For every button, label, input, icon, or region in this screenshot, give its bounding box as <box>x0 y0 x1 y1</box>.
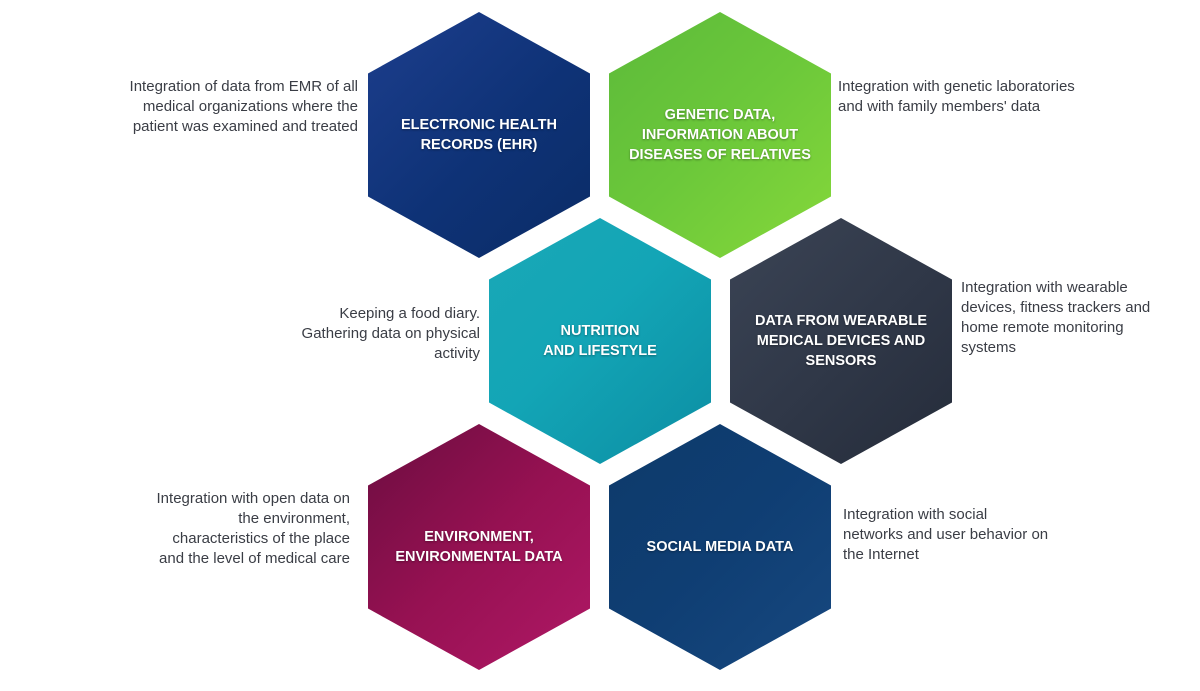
description-wearable: Integration with wearable devices, fitne… <box>961 279 1151 356</box>
hexagon-environment: ENVIRONMENT, ENVIRONMENTAL DATA <box>368 424 590 670</box>
hexagon-title-genetic: GENETIC DATA, INFORMATION ABOUT DISEASES… <box>629 107 811 163</box>
description-genetic: Integration with genetic laboratories an… <box>838 78 1075 115</box>
description-environment: Integration with open data on the enviro… <box>156 490 350 567</box>
hexagon-social-media: SOCIAL MEDIA DATA <box>609 424 831 670</box>
hexagon-wearable-devices: DATA FROM WEARABLE MEDICAL DEVICES AND S… <box>730 218 952 464</box>
hexagon-title-ehr: ELECTRONIC HEALTH RECORDS (EHR) <box>400 117 557 153</box>
description-nutrition: Keeping a food diary. Gathering data on … <box>301 305 480 362</box>
hexagon-title-nutrition: NUTRITION AND LIFESTYLE <box>543 323 657 359</box>
hexagon-title-social: SOCIAL MEDIA DATA <box>646 539 794 555</box>
hexagon-nutrition-lifestyle: NUTRITION AND LIFESTYLE <box>489 218 711 464</box>
hexagon-title-environment: ENVIRONMENT, ENVIRONMENTAL DATA <box>395 529 563 565</box>
hexagon-title-wearable: DATA FROM WEARABLE MEDICAL DEVICES AND S… <box>754 313 928 369</box>
hexagon-electronic-health-records: ELECTRONIC HEALTH RECORDS (EHR) <box>368 12 590 258</box>
hexagon-genetic-data: GENETIC DATA, INFORMATION ABOUT DISEASES… <box>609 12 831 258</box>
description-social: Integration with social networks and use… <box>843 506 1049 563</box>
description-ehr: Integration of data from EMR of all medi… <box>129 78 358 135</box>
